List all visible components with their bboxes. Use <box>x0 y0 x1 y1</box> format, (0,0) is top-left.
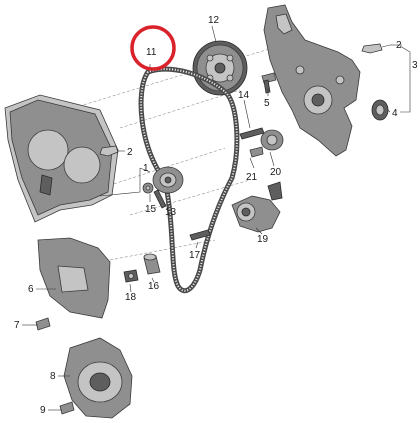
callout-19: 19 <box>257 234 269 245</box>
clip-right <box>361 43 383 54</box>
callout-4: 4 <box>392 108 398 119</box>
seal-ring <box>371 99 389 121</box>
bolt-7 <box>35 317 51 331</box>
stud-14 <box>239 127 265 140</box>
callout-5: 5 <box>264 98 270 109</box>
callout-16: 16 <box>148 281 160 292</box>
stud-17 <box>189 229 211 241</box>
leader-lines <box>22 25 411 411</box>
callout-11: 11 <box>146 47 157 58</box>
callout-7: 7 <box>14 320 20 331</box>
callout-3: 3 <box>412 60 418 71</box>
bolt-9 <box>59 401 75 415</box>
middle-timing-cover <box>37 237 111 319</box>
nut-18 <box>123 269 139 283</box>
callout-15: 15 <box>145 204 157 215</box>
callout-2-right: 2 <box>396 40 402 51</box>
callout-9: 9 <box>40 405 46 416</box>
roller-sleeve <box>143 253 161 275</box>
callout-14: 14 <box>238 90 250 101</box>
callout-2-left: 2 <box>127 147 133 158</box>
clip-left <box>99 145 119 157</box>
callout-12: 12 <box>208 15 220 26</box>
rear-timing-cover <box>263 4 361 157</box>
callout-18: 18 <box>125 292 137 303</box>
callout-21: 21 <box>246 172 258 183</box>
callout-labels: 12 11 2 3 4 5 14 2 1 21 20 15 13 19 17 1… <box>14 15 418 416</box>
lower-timing-cover <box>63 337 133 419</box>
callout-13: 13 <box>165 207 177 218</box>
callout-6: 6 <box>28 284 34 295</box>
washer-15 <box>142 182 154 194</box>
bolt-21 <box>249 146 264 158</box>
highlight-circle <box>130 25 176 71</box>
tensioner <box>152 166 184 209</box>
bolt-5 <box>261 72 277 94</box>
idler-pulley <box>260 129 284 151</box>
callout-17: 17 <box>189 250 201 261</box>
callout-8: 8 <box>50 371 56 382</box>
callout-1: 1 <box>143 163 149 174</box>
callout-20: 20 <box>270 167 282 178</box>
water-pump <box>231 181 283 233</box>
upper-timing-cover <box>4 94 119 223</box>
